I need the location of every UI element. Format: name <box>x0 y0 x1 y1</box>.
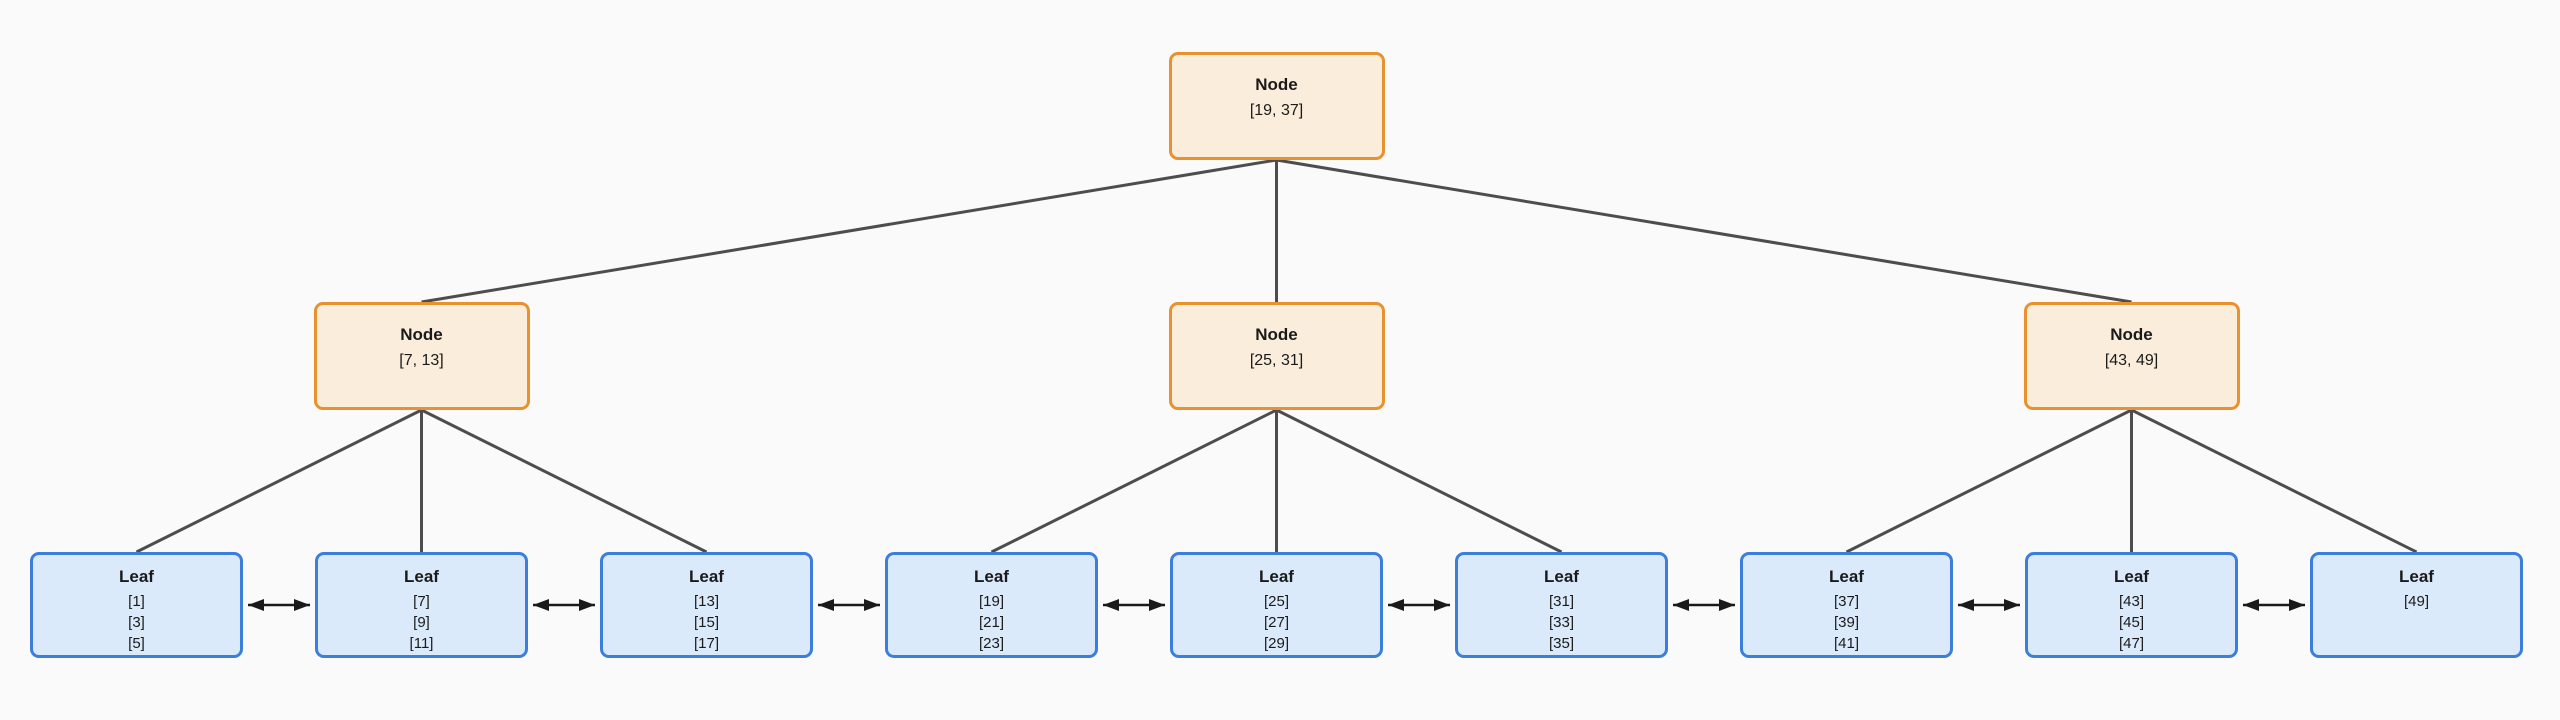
node-title: Node <box>1255 325 1298 344</box>
leaf-title: Leaf <box>1544 567 1579 586</box>
leaf-value: [41] <box>1833 635 1860 652</box>
edge-internal-1-to-leaf-3 <box>420 408 708 554</box>
tree-node-root: Node [19, 37] <box>1168 52 1385 160</box>
leaf-value: [9] <box>413 614 430 631</box>
leaf-value: [47] <box>2118 635 2145 652</box>
node-keys: [7, 13] <box>399 352 444 369</box>
edge-root-to-internal-1 <box>421 158 1277 304</box>
edge-internal-3-to-leaf-7 <box>1845 408 2133 554</box>
edge-internal-2-to-leaf-4 <box>990 408 1278 554</box>
leaf-node-9: Leaf [49] <box>2310 552 2523 658</box>
leaf-node-6: Leaf [31] [33] [35] <box>1455 552 1668 658</box>
leaf-title: Leaf <box>1829 567 1864 586</box>
node-keys: [25, 31] <box>1249 352 1304 369</box>
leaf-value: [23] <box>978 635 1005 652</box>
leaf-value: [21] <box>978 614 1005 631</box>
leaf-value: [13] <box>693 593 720 610</box>
leaf-value: [31] <box>1548 593 1575 610</box>
leaf-title: Leaf <box>119 567 154 586</box>
leaf-value: [11] <box>409 635 434 652</box>
leaf-value: [17] <box>693 635 720 652</box>
leaf-value: [37] <box>1833 593 1860 610</box>
node-title: Node <box>1255 75 1298 94</box>
edge-internal-2-to-leaf-6 <box>1275 408 1563 554</box>
edge-internal-3-to-leaf-9 <box>2130 408 2418 554</box>
edge-root-to-internal-3 <box>1276 158 2132 304</box>
leaf-node-1: Leaf [1] [3] [5] <box>30 552 243 658</box>
leaf-value: [15] <box>693 614 720 631</box>
tree-node-internal-3: Node [43, 49] <box>2023 302 2240 410</box>
node-title: Node <box>400 325 443 344</box>
tree-node-internal-2: Node [25, 31] <box>1168 302 1385 410</box>
node-keys: [19, 37] <box>1249 102 1304 119</box>
leaf-node-7: Leaf [37] [39] [41] <box>1740 552 1953 658</box>
leaf-value: [29] <box>1263 635 1290 652</box>
leaf-title: Leaf <box>689 567 724 586</box>
leaf-value: [35] <box>1548 635 1575 652</box>
leaf-node-8: Leaf [43] [45] [47] <box>2025 552 2238 658</box>
leaf-value: [1] <box>128 593 145 610</box>
leaf-value: [5] <box>128 635 145 652</box>
leaf-title: Leaf <box>2114 567 2149 586</box>
leaf-value: [7] <box>413 593 430 610</box>
leaf-title: Leaf <box>974 567 1009 586</box>
leaf-value: [19] <box>978 593 1005 610</box>
leaf-title: Leaf <box>2399 567 2434 586</box>
edge-internal-1-to-leaf-1 <box>135 408 423 554</box>
leaf-value: [49] <box>2403 593 2430 610</box>
leaf-value: [27] <box>1263 614 1290 631</box>
tree-node-internal-1: Node [7, 13] <box>313 302 530 410</box>
leaf-title: Leaf <box>1259 567 1294 586</box>
node-keys: [43, 49] <box>2104 352 2159 369</box>
leaf-value: [43] <box>2118 593 2145 610</box>
leaf-node-5: Leaf [25] [27] [29] <box>1170 552 1383 658</box>
leaf-title: Leaf <box>404 567 439 586</box>
leaf-node-3: Leaf [13] [15] [17] <box>600 552 813 658</box>
leaf-value: [25] <box>1263 593 1290 610</box>
node-title: Node <box>2110 325 2153 344</box>
leaf-value: [39] <box>1833 614 1860 631</box>
leaf-value: [3] <box>128 614 145 631</box>
leaf-value: [33] <box>1548 614 1575 631</box>
leaf-node-2: Leaf [7] [9] [11] <box>315 552 528 658</box>
leaf-value: [45] <box>2118 614 2145 631</box>
leaf-node-4: Leaf [19] [21] [23] <box>885 552 1098 658</box>
